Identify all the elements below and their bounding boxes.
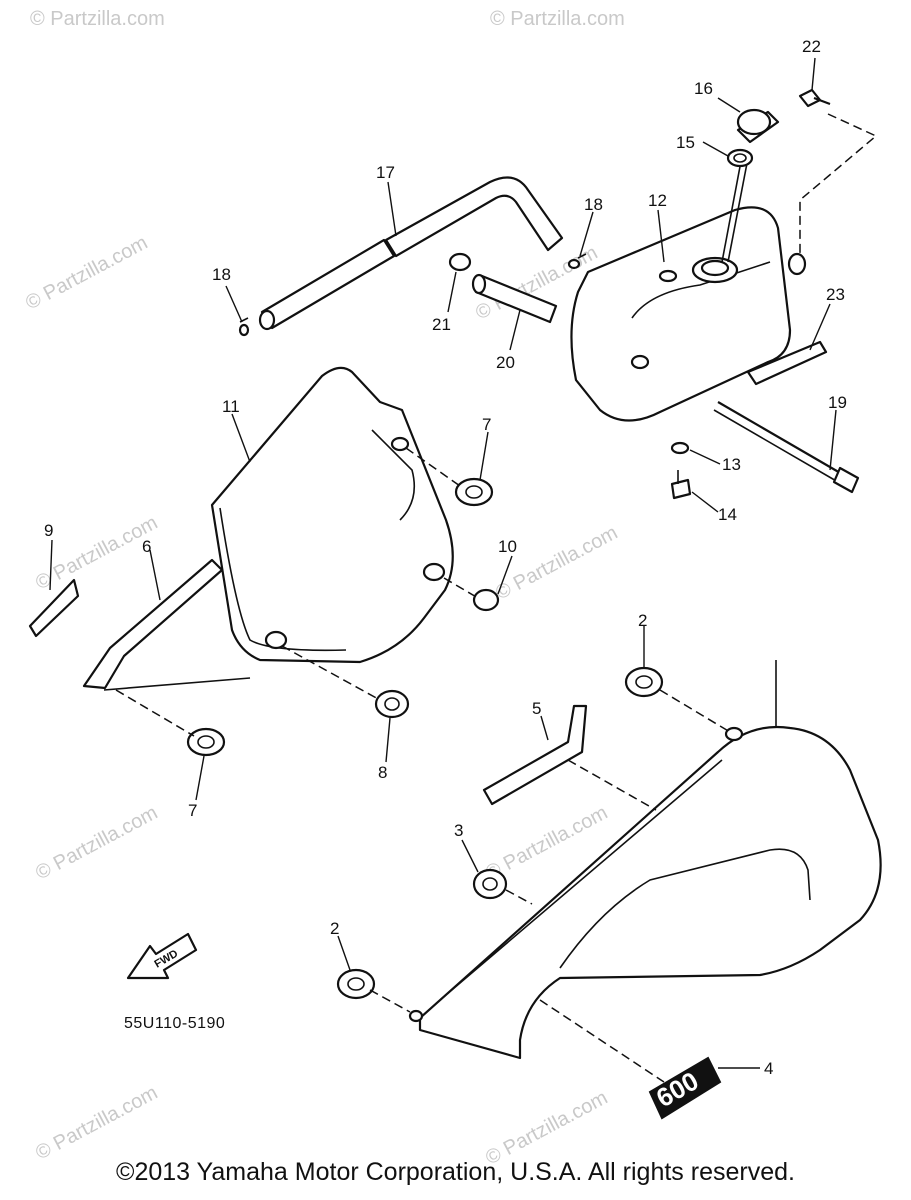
callout-11: 11 [222, 397, 240, 416]
right-side-cover [408, 660, 882, 1060]
oil-cap [721, 108, 780, 263]
callout-5: 5 [532, 699, 541, 718]
hose-20 [471, 273, 558, 324]
callout-18: 18 [584, 195, 603, 214]
watermark-text: © Partzilla.com [32, 802, 161, 885]
washer-13 [670, 441, 690, 455]
callout-14: 14 [718, 505, 737, 524]
assembly-lines [115, 113, 878, 1083]
grommet-7-lower [186, 727, 226, 757]
callout-19: 19 [828, 393, 847, 412]
callout-2: 2 [638, 611, 647, 630]
fwd-arrow-icon: FWD [126, 932, 198, 980]
callout-2: 2 [330, 919, 339, 938]
callout-22: 22 [802, 37, 821, 56]
emblem-9 [28, 578, 80, 638]
callout-23: 23 [826, 285, 845, 304]
oil-tank [570, 206, 807, 422]
bolt-22 [798, 88, 831, 108]
side-cover-bracket [82, 558, 251, 691]
grommet-2-lower [336, 968, 376, 1000]
callouts: 22 16 15 17 18 12 18 21 20 23 11 19 7 13… [44, 37, 847, 1078]
copyright-notice: ©2013 Yamaha Motor Corporation, U.S.A. A… [116, 1158, 795, 1186]
callout-21: 21 [432, 315, 451, 334]
grommet-3 [472, 868, 508, 900]
callout-15: 15 [676, 133, 695, 152]
plate-23 [746, 340, 828, 386]
grommet-10 [422, 562, 500, 612]
grommet-21 [448, 252, 472, 272]
hose-5 [482, 704, 588, 806]
callout-8: 8 [378, 763, 387, 782]
watermark-text: © Partzilla.com [482, 1087, 611, 1170]
watermark-text: © Partzilla.com [490, 8, 625, 30]
callout-4: 4 [764, 1059, 773, 1078]
callout-10: 10 [498, 537, 517, 556]
grommet-7-upper [454, 477, 494, 507]
callout-3: 3 [454, 821, 463, 840]
callout-13: 13 [722, 455, 741, 474]
emblem-600: 600 [648, 1056, 722, 1120]
grommet-2-upper [624, 666, 664, 698]
left-side-cover [210, 366, 454, 664]
o-ring [726, 148, 754, 168]
callout-9: 9 [44, 521, 53, 540]
leader-lines [49, 57, 837, 1069]
callout-12: 12 [648, 191, 667, 210]
callout-20: 20 [496, 353, 515, 372]
long-bolt [713, 401, 860, 494]
grommet-8 [374, 689, 410, 719]
drain-bolt [670, 470, 692, 500]
callout-7: 7 [188, 801, 197, 820]
watermark-text: © Partzilla.com [30, 8, 165, 30]
watermark-text: © Partzilla.com [492, 522, 621, 605]
callout-17: 17 [376, 163, 395, 182]
watermark-text: © Partzilla.com [22, 232, 151, 315]
breather-hose [258, 176, 564, 331]
callout-18: 18 [212, 265, 231, 284]
callout-6: 6 [142, 537, 151, 556]
hose-clip [567, 253, 587, 270]
callout-16: 16 [694, 79, 713, 98]
diagram-code: 55U110-5190 [124, 1015, 225, 1032]
watermark-text: © Partzilla.com [32, 1082, 161, 1165]
callout-7: 7 [482, 415, 491, 434]
